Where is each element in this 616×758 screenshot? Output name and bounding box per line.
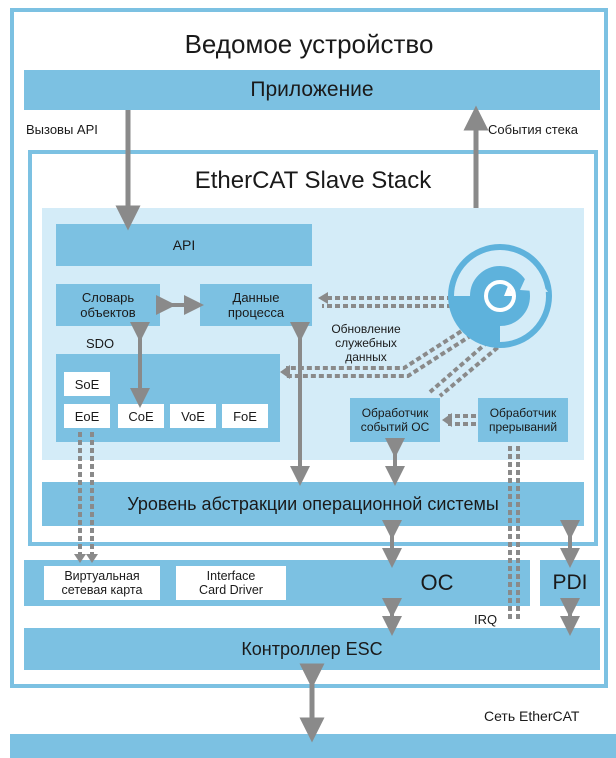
stack-events-label: События стека bbox=[488, 122, 579, 137]
soe-box: SoE bbox=[64, 372, 110, 396]
foe-box: FoE bbox=[222, 404, 268, 428]
os-abstraction-layer: Уровень абстракции операционной системы bbox=[42, 482, 584, 526]
service-data-update-line3: данных bbox=[345, 350, 387, 364]
process-data-line1: Данные bbox=[232, 290, 280, 305]
interrupt-handler-line1: Обработчик bbox=[489, 406, 557, 420]
cycle-icon bbox=[448, 244, 552, 348]
virtual-nic-line2: сетевая карта bbox=[61, 583, 143, 597]
service-data-update-dotted bbox=[286, 312, 490, 370]
ethercat-network-label: Сеть EtherCAT bbox=[484, 708, 580, 724]
api-block: API bbox=[56, 224, 312, 266]
object-dictionary-line1: Словарь bbox=[81, 290, 135, 305]
slave-device-title: Ведомое устройство bbox=[184, 28, 434, 59]
irq-label: IRQ bbox=[474, 612, 498, 627]
interface-card-driver-line1: Interface bbox=[206, 569, 256, 583]
interface-card-driver-line2: Card Driver bbox=[199, 583, 263, 597]
interface-card-driver-box: Interface Card Driver bbox=[176, 566, 286, 600]
process-data-line2: процесса bbox=[227, 305, 285, 320]
os-event-handler-line2: событий ОС bbox=[360, 420, 430, 434]
os-event-handler-line1: Обработчик bbox=[361, 406, 429, 420]
object-dictionary-block: Словарь объектов bbox=[56, 284, 160, 326]
os-event-handler-block: Обработчик событий ОС bbox=[350, 398, 440, 442]
object-dictionary-line2: объектов bbox=[80, 305, 136, 320]
virtual-nic-box: Виртуальная сетевая карта bbox=[44, 566, 160, 600]
virtual-nic-line1: Виртуальная bbox=[64, 569, 140, 583]
service-data-update-line1: Обновление bbox=[331, 322, 401, 336]
service-data-update-label: Обновление служебных данных bbox=[326, 322, 406, 364]
voe-box: VoE bbox=[170, 404, 216, 428]
eoe-box: EoE bbox=[64, 404, 110, 428]
process-data-block: Данные процесса bbox=[200, 284, 312, 326]
application-band: Приложение bbox=[24, 70, 600, 110]
slave-stack-title: EtherCAT Slave Stack bbox=[194, 167, 432, 194]
slave-stack-frame bbox=[28, 150, 598, 546]
os-label: ОС bbox=[420, 570, 454, 595]
api-calls-label: Вызовы API bbox=[26, 122, 98, 137]
esc-controller-band: Контроллер ESC bbox=[24, 628, 600, 670]
interrupt-handler-block: Обработчик прерываний bbox=[478, 398, 568, 442]
interrupt-handler-line2: прерываний bbox=[488, 420, 558, 434]
sdo-label: SDO bbox=[86, 336, 115, 351]
coe-box: CoE bbox=[118, 404, 164, 428]
service-data-update-line2: служебных bbox=[335, 336, 397, 350]
